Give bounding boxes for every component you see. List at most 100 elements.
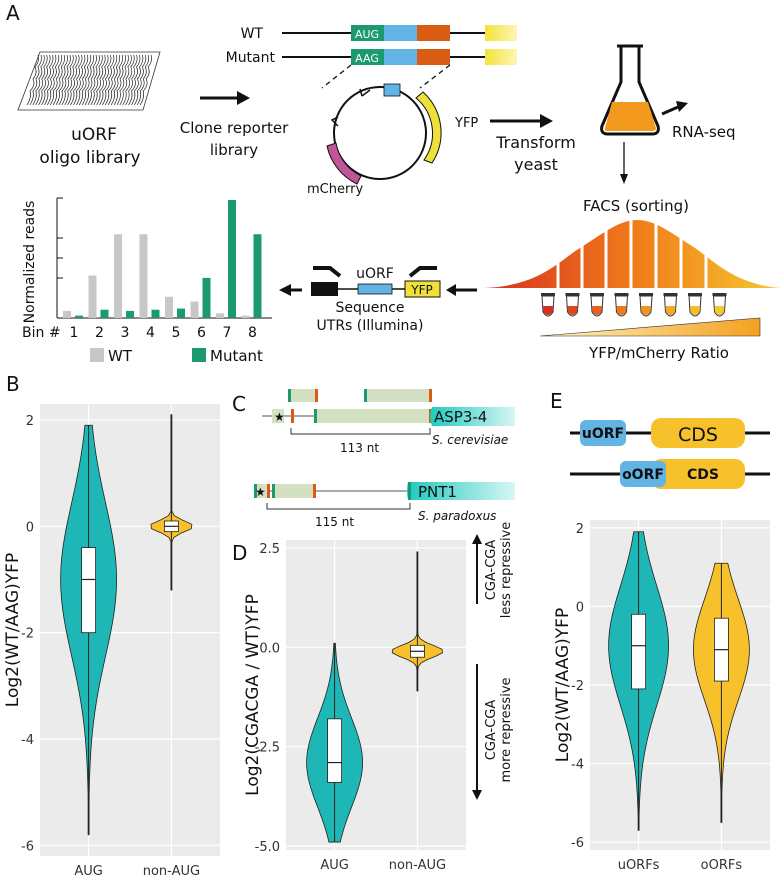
arrow-to-bins-head (279, 284, 291, 296)
tube-fill (567, 306, 578, 315)
y-tick-label: -4 (571, 758, 584, 773)
oligo-strand (84, 54, 97, 106)
x-tick-label: non-AUG (143, 864, 200, 878)
oligo-strand (122, 54, 135, 106)
mutant-construct (282, 49, 517, 65)
plasmid-yfp-label: YFP (454, 116, 478, 131)
oligo-strand (76, 54, 89, 106)
y-tick-label: 0.0 (259, 641, 280, 656)
transform-label-line2: yeast (514, 155, 558, 174)
arrow-clone (200, 91, 250, 105)
sequence-label-line2: UTRs (Illumina) (317, 318, 424, 334)
tube-cap (541, 293, 555, 296)
y-tick-label: -2 (21, 627, 34, 642)
bin-tick-label: 6 (197, 325, 206, 341)
tube-cap (639, 293, 653, 296)
cds2-box-label: CDS (687, 467, 719, 483)
oligo-strand (139, 54, 153, 106)
sparadoxus-label: S. paradoxus (418, 509, 496, 523)
bin-tick-label: 5 (172, 325, 181, 341)
box (631, 613, 646, 690)
oligo-strand (105, 54, 118, 106)
tube-cap (614, 293, 629, 296)
bar-mutant (100, 309, 109, 318)
arrow-sequence-head (446, 284, 456, 296)
tube-fill (543, 306, 553, 315)
length-113-label: 113 nt (340, 441, 379, 455)
y-tick-label: -4 (21, 733, 34, 748)
tube-fill (592, 306, 602, 315)
oligo-strand (58, 54, 71, 106)
sequence-label-line1: Sequence (335, 300, 404, 316)
oligo-strand (107, 54, 121, 106)
plot-background (286, 540, 466, 850)
oligo-strand (93, 54, 106, 106)
tube-fill (714, 306, 725, 315)
y-tick-label: -2.5 (255, 741, 280, 756)
bin-tick-label: 1 (70, 325, 79, 341)
bar-wt (165, 296, 173, 318)
asp3-gene-diagram: ★ (262, 389, 515, 435)
tube-cap (663, 293, 678, 296)
y-tick-label: -6 (571, 836, 584, 851)
amplicon-uorf-label: uORF (356, 266, 394, 282)
oligo-strand (73, 54, 86, 106)
plasmid-diagram (326, 83, 442, 185)
arrow-transform (490, 114, 553, 128)
less-repressive-line1: CGA-CGA (484, 540, 499, 601)
box (81, 547, 96, 634)
less-repressive-line2: less repressive (499, 522, 514, 619)
sorting-tubes (541, 293, 727, 317)
y-axis-label: Log2(WT/AAG)YFP (3, 553, 23, 707)
pnt1-gene-label: PNT1 (418, 483, 457, 501)
oligo-strand (99, 54, 112, 106)
tube-fill (665, 306, 676, 315)
library-label-line2: oligo library (39, 148, 140, 168)
bar-wt (241, 315, 250, 318)
x-tick-label: uORFs (618, 858, 660, 873)
bar-wt (139, 234, 148, 318)
bar-wt (88, 275, 97, 318)
bar-mutant (75, 315, 83, 318)
oligo-strand (110, 54, 124, 106)
legend-wt-swatch (90, 348, 104, 362)
rnaseq-label: RNA-seq (672, 123, 736, 141)
oligo-strand (96, 54, 109, 106)
oligo-strand (64, 54, 77, 106)
panel-label-b: B (6, 372, 20, 396)
zoom-line-left (321, 64, 352, 89)
bin-chart-xlabel: Bin # (22, 325, 61, 341)
y-axis-label: Log2(CGACGA / WT)YFP (243, 594, 263, 796)
oligo-strand (52, 54, 66, 106)
uorf-box-label: uORF (582, 426, 624, 442)
clone-label-line2: library (210, 141, 258, 159)
pnt1-gene-diagram: ★ (254, 482, 515, 510)
amplicon-yfp-label: YFP (410, 283, 432, 297)
box (327, 718, 343, 783)
length-115-label: 115 nt (315, 515, 354, 529)
arrow-facs-head (620, 174, 628, 184)
bar-wt (216, 313, 224, 318)
wt-construct-label: WT (241, 26, 264, 42)
oligo-strand (128, 54, 141, 106)
asp3-gene-label: ASP3-4 (434, 408, 487, 426)
oorf-schema (570, 459, 770, 489)
tube-fill (690, 306, 700, 315)
cds-box-label: CDS (678, 424, 718, 446)
legend-wt-label: WT (108, 347, 133, 365)
bar-mutant (126, 310, 134, 318)
oligo-strand (134, 54, 147, 106)
scerevisiae-label: S. cerevisiae (432, 433, 508, 447)
y-tick-label: -5.0 (255, 840, 280, 855)
y-tick-label: 0 (26, 520, 34, 535)
oligo-strand (55, 54, 68, 106)
x-tick-label: oORFs (701, 858, 743, 873)
oligo-strand (87, 54, 100, 106)
oligo-strand (47, 54, 60, 106)
oligo-strand (81, 54, 95, 106)
arrow-rnaseq-head (676, 101, 688, 112)
mcherry-label: mCherry (307, 182, 363, 197)
